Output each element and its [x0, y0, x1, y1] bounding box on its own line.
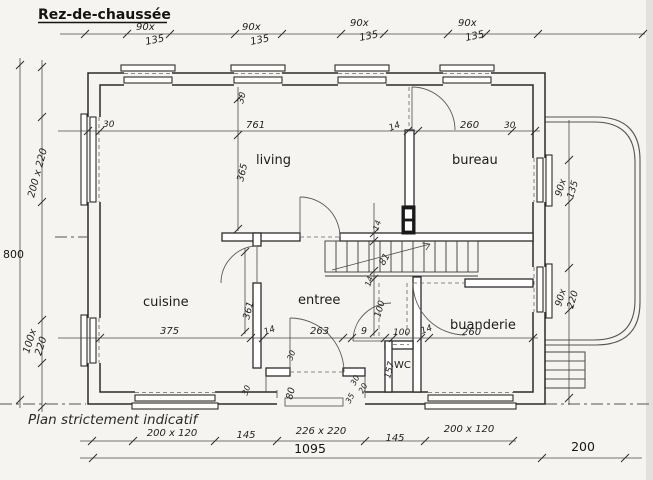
- chimney: [401, 205, 416, 235]
- dim-terrace-width: 200: [571, 439, 595, 454]
- window-icon: [334, 64, 390, 84]
- dim-top-win1-h: 135: [144, 33, 165, 48]
- window-icon: [131, 392, 219, 410]
- room-label-living: living: [256, 153, 291, 168]
- passage-hidden-lines: [378, 283, 409, 345]
- dim-top-win4-h: 135: [464, 29, 485, 44]
- dim-entry-30: 30: [349, 374, 362, 387]
- reference-lines: [0, 236, 650, 405]
- dim-top-win2-h: 135: [249, 33, 270, 48]
- window-icon: [80, 314, 100, 367]
- page-title: Rez-de-chaussée: [38, 7, 171, 23]
- dim-left-window-bottom-h: 220: [33, 335, 49, 356]
- room-label-wc: WC: [394, 360, 411, 371]
- dim-top-win3-w: 90x: [350, 18, 369, 29]
- dim-bureau-width: 260: [460, 120, 479, 131]
- door-cuisine: [220, 245, 258, 284]
- top-windows: [120, 64, 495, 84]
- entrance-step: [284, 397, 344, 407]
- dim-right-win1-w: 90x: [553, 177, 569, 197]
- dim-stairs-width: 81: [377, 252, 393, 268]
- dim-total-width: 1095: [294, 441, 326, 456]
- entrance-recess: [265, 317, 366, 407]
- dim-top-wall-30: 30: [236, 91, 249, 105]
- dim-cuisine-width: 375: [160, 326, 179, 337]
- dim-bottom-door: 226 x 220: [296, 426, 346, 437]
- dim-entry-35: 35: [344, 392, 357, 405]
- bottom-windows: [131, 392, 517, 410]
- dim-cuisine-height: 361: [241, 300, 256, 320]
- dim-wc-width: 100: [393, 328, 410, 338]
- dim-stairs-14-bottom: 14: [363, 275, 375, 287]
- door-bureau: [408, 86, 456, 131]
- dim-bottom-win2: 200 x 120: [444, 424, 494, 435]
- dim-door-30: 30: [285, 349, 297, 362]
- dim-wall-14-b: 14: [263, 324, 277, 337]
- dim-total-height: 800: [3, 248, 24, 261]
- dim-porch-80: 80: [284, 386, 298, 400]
- window-icon: [230, 64, 286, 84]
- dim-wall-30-right: 30: [504, 121, 516, 131]
- dim-entry-20: 20: [357, 382, 370, 395]
- window-icon: [424, 392, 517, 410]
- window-icon: [80, 113, 100, 206]
- plan-note: Plan strictement indicatif: [28, 412, 200, 428]
- scan-edge: [646, 0, 653, 480]
- interior-walls: [221, 129, 534, 393]
- dim-right-win1-h: 135: [565, 179, 581, 199]
- dim-entree-width: 263: [310, 326, 329, 337]
- window-icon: [533, 154, 553, 207]
- right-windows: [533, 154, 553, 319]
- dim-right-win2-h: 220: [565, 289, 581, 309]
- room-label-entree: entree: [298, 293, 340, 308]
- window-icon: [439, 64, 495, 84]
- dim-top-win1-w: 90x: [136, 22, 155, 33]
- dim-bottom-win1: 200 x 120: [147, 428, 197, 439]
- window-icon: [120, 64, 176, 84]
- dim-right-win2-w: 90x: [553, 287, 569, 307]
- dim-passage-100: 100: [373, 299, 387, 319]
- door-living: [299, 196, 341, 238]
- dim-wall-30-left: 30: [103, 120, 115, 130]
- dim-top-win3-h: 135: [358, 29, 379, 44]
- room-label-buanderie: buanderie: [450, 318, 516, 333]
- stairs-direction-arrow: [331, 242, 431, 271]
- dim-wall-14-c: 14: [420, 323, 434, 336]
- dim-left-window-top: 200 x 220: [26, 147, 50, 199]
- stairs: [324, 240, 479, 277]
- door-back-hall: [352, 302, 392, 342]
- room-label-cuisine: cuisine: [143, 295, 189, 310]
- door-buanderie: [412, 282, 466, 336]
- dim-bottom-gap1: 145: [236, 430, 255, 441]
- dimension-lines: [15, 29, 648, 463]
- dim-bottom-gap2: 145: [385, 433, 404, 444]
- dim-wc-length: 157: [383, 360, 397, 379]
- dim-top-win4-w: 90x: [458, 18, 477, 29]
- dim-cuisine-30: 30: [240, 384, 252, 397]
- dim-stairs-14-top: 14: [371, 219, 383, 231]
- room-label-bureau: bureau: [452, 153, 498, 168]
- dim-top-win2-w: 90x: [242, 22, 261, 33]
- terrace-outline: [545, 116, 641, 346]
- dim-living-width: 761: [246, 120, 265, 131]
- left-windows: [80, 113, 100, 367]
- dim-buanderie-width: 260: [462, 327, 481, 338]
- exterior-steps: [544, 351, 586, 389]
- dim-wall-14-a: 14: [388, 120, 402, 133]
- dim-wall-9: 9: [361, 326, 367, 337]
- window-icon: [533, 263, 553, 319]
- dim-living-height: 365: [235, 162, 250, 182]
- door-arcs: [220, 86, 466, 345]
